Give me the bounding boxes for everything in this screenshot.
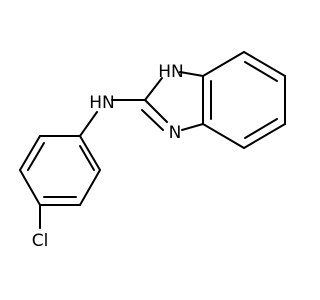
label-nh-amine: HN bbox=[89, 93, 115, 113]
bond-c4p-c5p bbox=[19, 169, 41, 206]
bond-c4-c3a bbox=[202, 123, 245, 149]
bond-c2-n1h bbox=[144, 77, 163, 101]
bond-n3-c2 bbox=[144, 99, 168, 123]
structure-diagram: HN N HN Cl bbox=[19, 51, 286, 251]
bond-n3-c2-double bbox=[141, 109, 164, 131]
bond-c1p-c2p-inner bbox=[79, 145, 95, 171]
bonds bbox=[19, 51, 286, 229]
bond-c5p-c6p-inner bbox=[27, 142, 45, 171]
atom-labels: HN N HN Cl bbox=[32, 62, 184, 251]
bond-c5p-c6p bbox=[19, 135, 41, 171]
bond-c2p-c3p bbox=[79, 169, 101, 206]
bond-c5-c4 bbox=[243, 123, 286, 149]
label-cl: Cl bbox=[32, 231, 49, 251]
bond-c7a-c7 bbox=[202, 51, 245, 77]
bond-c5-c4-inner bbox=[244, 118, 278, 139]
bond-c7-c6 bbox=[243, 51, 286, 77]
bond-nh-c1p bbox=[79, 111, 98, 137]
bond-n1h-c7a bbox=[179, 71, 204, 77]
bond-c1p-c2p bbox=[79, 135, 101, 171]
label-nh-ring: HN bbox=[158, 62, 184, 82]
bond-c3a-n3 bbox=[181, 123, 204, 131]
bond-c7-c6-inner bbox=[244, 61, 278, 82]
label-n-ring: N bbox=[169, 123, 182, 143]
